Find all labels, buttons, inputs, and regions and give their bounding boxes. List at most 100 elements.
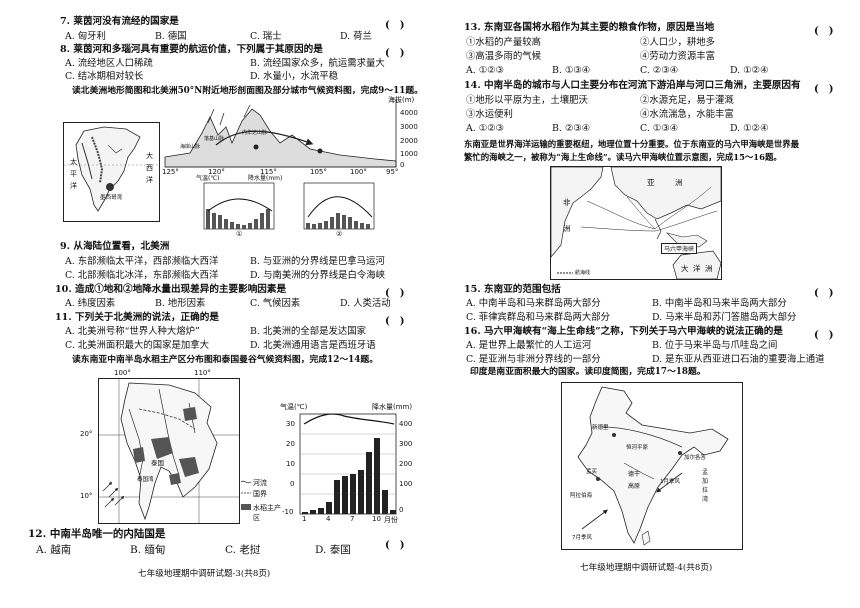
map-lon-110: 110° [194, 369, 211, 377]
q11-option-a[interactable]: A. 北美洲号称“世界人种大熔炉” [65, 326, 200, 337]
label-kolkata: 加尔各答 [684, 455, 707, 461]
bangkok-climate-chart: 气温(℃) 降水量(mm) 30 20 10 0 -10 400 300 200… [280, 402, 420, 528]
q14-option-c[interactable]: C. ①③④ [640, 123, 679, 134]
q10-option-a[interactable]: A. 纬度因素 [65, 298, 116, 309]
q14-item-3: ③水运便利 [466, 109, 513, 120]
q15-answer-paren[interactable]: ( ) [814, 288, 834, 299]
label-atlantic-3: 洋 [146, 176, 153, 184]
profile-tick-0: 0 [400, 161, 405, 169]
q12-option-d[interactable]: D. 泰国 [315, 544, 351, 556]
label-coast-mountains: 海岸山脉 [180, 144, 201, 150]
q7-option-c[interactable]: C. 瑞士 [250, 31, 282, 42]
q8-option-a[interactable]: A. 流经地区人口稀疏 [65, 58, 153, 69]
label-pacific-2: 平 [70, 170, 77, 178]
q7-option-b[interactable]: B. 德国 [155, 31, 187, 42]
q16-answer-paren[interactable]: ( ) [814, 330, 834, 341]
q9-option-d[interactable]: D. 与南美洲的分界线是白令海峡 [250, 270, 386, 281]
q12-option-b[interactable]: B. 缅甸 [130, 544, 166, 556]
india-map: 新德里 恒河平原 德干 高原 阿拉伯海 孟加拉湾 孟买 加尔各答 1月季风 7月… [561, 382, 743, 550]
q13-item-3: ③高温多雨的气候 [466, 51, 542, 62]
label-monsoon-july: 7月季风 [572, 535, 592, 541]
q7-stem: 7. 莱茵河没有流经的国家是 [60, 16, 179, 27]
q14-answer-paren[interactable]: ( ) [814, 84, 834, 95]
label-new-delhi: 新德里 [592, 425, 609, 431]
intro-q9-11: 读北美洲地形简图和北美洲50°N附近地形剖面图及部分城市气候资料图，完成9～11… [72, 86, 423, 96]
q13-option-d[interactable]: D. ①②④ [730, 65, 769, 76]
q13-answer-paren[interactable]: ( ) [814, 26, 834, 37]
q13-item-1: ①水稻的产量较高 [466, 37, 542, 48]
q9-stem: 9. 从海陆位置看，北美洲 [60, 241, 170, 252]
intro-q17-18: 印度是南亚面积最大的国家。读印度简图，完成17～18题。 [470, 367, 706, 377]
profile-tick-2000: 2000 [400, 137, 418, 145]
q10-option-d[interactable]: D. 人类活动 [340, 298, 391, 309]
q14-option-b[interactable]: B. ②③④ [552, 123, 591, 134]
legend-sea-route: 航海线 [575, 270, 591, 276]
q10-option-c[interactable]: C. 气候因素 [250, 298, 301, 309]
q13-item-4: ④劳动力资源丰富 [640, 51, 716, 62]
q10-answer-paren[interactable]: ( ) [385, 288, 405, 299]
bangkok-title-precip: 降水量(mm) [372, 403, 413, 411]
label-pacific-3: 洋 [70, 182, 77, 190]
q7-answer-paren[interactable]: ( ) [385, 20, 405, 31]
q9-option-b[interactable]: B. 与亚洲的分界线是巴拿马运河 [250, 256, 385, 267]
q15-option-a[interactable]: A. 中南半岛和马来群岛两大部分 [466, 298, 601, 309]
q15-option-d[interactable]: D. 马来半岛和苏门答腊岛两大部分 [652, 312, 797, 323]
bangkok-r-400: 400 [399, 420, 413, 428]
q7-option-a[interactable]: A. 匈牙利 [65, 31, 106, 42]
label-deccan: 德干 [628, 471, 641, 478]
q12-answer-paren[interactable]: ( ) [385, 540, 405, 551]
bangkok-y-20: 20 [286, 440, 295, 448]
q15-option-b[interactable]: B. 中南半岛和马来半岛两大部分 [652, 298, 787, 309]
climate-charts-1-2: 气温(℃) 降水量(mm) ① ② [196, 175, 384, 238]
label-mumbai: 孟买 [586, 469, 598, 475]
q14-item-1: ①地形以平原为主，土壤肥沃 [466, 95, 588, 106]
q15-option-c[interactable]: C. 菲律宾群岛和马来群岛两大部分 [466, 312, 611, 323]
q14-option-a[interactable]: A. ①②③ [466, 123, 504, 134]
page-footer-3: 七年级地理期中调研试题-3(共8页) [138, 569, 271, 579]
intro-q15-16-line1: 东南亚是世界海洋运输的重要枢纽，地理位置十分重要。位于东南亚的马六甲海峡是世界最 [464, 139, 799, 149]
profile-lon-125: 125° [162, 168, 179, 176]
q11-answer-paren[interactable]: ( ) [385, 316, 405, 327]
q14-option-d[interactable]: D. ①②④ [730, 123, 769, 134]
label-monsoon-january: 1月季风 [660, 479, 680, 485]
q8-option-d[interactable]: D. 水量小，水流平稳 [250, 71, 339, 82]
label-nevada-mountains: 内华达山脉 [242, 130, 268, 136]
q16-option-d[interactable]: D. 是东亚从西亚进口石油的重要海上通道 [652, 354, 825, 365]
bangkok-y-10: 10 [286, 460, 295, 468]
q9-option-c[interactable]: C. 北部濒临北冰洋，东部濒临大西洋 [65, 270, 219, 281]
q13-option-a[interactable]: A. ①②③ [466, 65, 504, 76]
q16-option-c[interactable]: C. 是亚洲与非洲分界线的一部分 [466, 354, 601, 365]
q13-stem: 13. 东南亚各国将水稻作为其主要的粮食作物，原因是当地 [464, 22, 715, 33]
q13-option-c[interactable]: C. ②③④ [640, 65, 679, 76]
label-malacca-strait: 马六甲海峡 [661, 243, 698, 254]
label-asia: 亚 [647, 178, 655, 187]
map-lat-10: 10° [80, 492, 93, 500]
bangkok-r-300: 300 [399, 440, 413, 448]
legend-border: 国界 [253, 490, 267, 498]
profile-lon-120: 120° [208, 168, 225, 176]
label-deccan-plateau: 高原 [628, 483, 641, 490]
q11-option-d[interactable]: D. 北美洲通用语言是西班牙语 [250, 340, 376, 351]
intro-q12-14: 读东南亚中南半岛水稻主产区分布图和泰国曼谷气候资料图，完成12～14题。 [72, 355, 378, 365]
q15-stem: 15. 东南亚的范围包括 [464, 284, 561, 295]
q14-item-2: ②水源充足，易于灌溉 [640, 95, 734, 106]
q8-option-c[interactable]: C. 结冰期相对较长 [65, 71, 144, 82]
q11-option-b[interactable]: B. 北美洲的全部是发达国家 [250, 326, 366, 337]
q8-answer-paren[interactable]: ( ) [385, 48, 405, 59]
q16-option-a[interactable]: A. 是世界上最繁忙的人工运河 [466, 340, 592, 351]
q7-option-d[interactable]: D. 荷兰 [340, 31, 372, 42]
q12-option-c[interactable]: C. 老挝 [225, 544, 261, 556]
q8-option-b[interactable]: B. 流经国家众多，航运需求量大 [250, 58, 385, 69]
q12-option-a[interactable]: A. 越南 [36, 544, 72, 556]
label-pacific: 太 [70, 158, 77, 166]
map-lon-100: 100° [114, 369, 131, 377]
profile-lon-115: 115° [260, 168, 277, 176]
q16-option-b[interactable]: B. 位于马来半岛与爪哇岛之间 [652, 340, 778, 351]
bangkok-y-0: 0 [290, 480, 295, 488]
q11-option-c[interactable]: C. 北美洲面积最大的国家是加拿大 [65, 340, 210, 351]
profile-tick-4000: 4000 [400, 109, 418, 117]
q9-option-a[interactable]: A. 东部濒临太平洋，西部濒临大西洋 [65, 256, 219, 267]
q10-option-b[interactable]: B. 地形因素 [155, 298, 206, 309]
q13-option-b[interactable]: B. ①③④ [552, 65, 591, 76]
q12-stem: 12. 中南半岛唯一的内陆国是 [28, 528, 166, 540]
